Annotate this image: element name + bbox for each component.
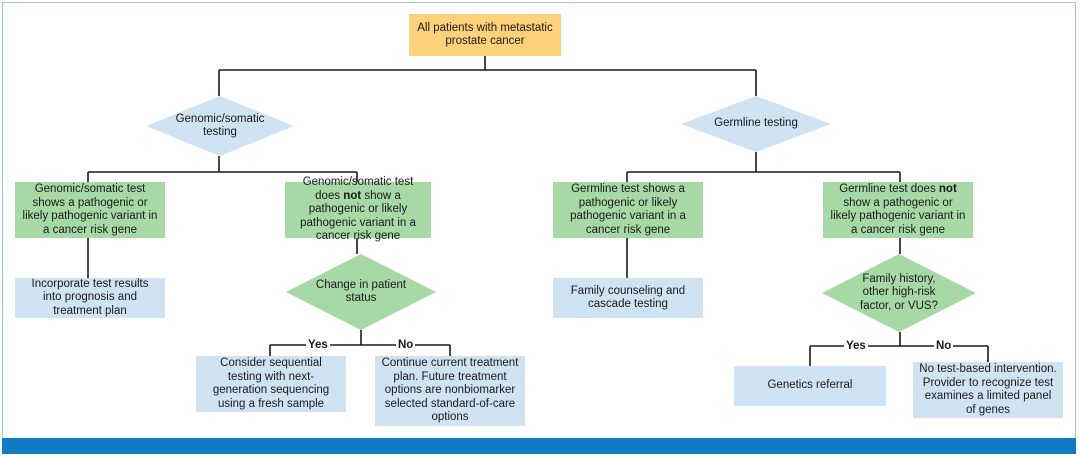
germline-positive-text: Germline test shows a pathogenic or like… [570,183,686,236]
start-text: All patients with metastatic prostate ca… [417,21,553,48]
continue-treatment-box: Continue current treatment plan. Future … [375,356,525,426]
germline-testing-label: Germline testing [714,117,798,130]
germline-testing-decision: Germline testing [681,96,831,152]
family-history-label: Family history, other high-risk factor, … [860,272,938,312]
continue-treatment-text: Continue current treatment plan. Future … [381,357,519,424]
sequential-testing-text: Consider sequential testing with next-ge… [212,357,330,410]
germline-positive-action-box: Family counseling and cascade testing [553,278,703,318]
somatic-testing-decision: Genomic/somatic testing [146,96,294,156]
genetics-referral-box: Genetics referral [734,366,886,406]
change-status-decision: Change in patient status [286,254,436,330]
start-box: All patients with metastatic prostate ca… [409,14,561,56]
germline-positive-box: Germline test shows a pathogenic or like… [553,182,703,238]
family-history-decision: Family history, other high-risk factor, … [822,254,976,332]
change-status-no-label: No [396,339,416,351]
footer-bar [2,438,1076,454]
somatic-positive-action-box: Incorporate test results into prognosis … [15,278,165,318]
somatic-positive-text: Genomic/somatic test shows a pathogenic … [22,183,158,236]
germline-positive-action-text: Family counseling and cascade testing [570,284,686,311]
germline-negative-text: Germline test does not show a pathogenic… [830,183,966,236]
family-history-no-label: No [934,340,954,352]
family-history-yes-label: Yes [844,340,868,352]
change-status-label: Change in patient status [315,278,407,305]
genetics-referral-text: Genetics referral [767,379,853,392]
no-intervention-text: No test-based intervention. Provider to … [919,363,1057,416]
sequential-testing-box: Consider sequential testing with next-ge… [196,356,346,412]
somatic-testing-label: Genomic/somatic testing [175,112,265,139]
somatic-positive-action-text: Incorporate test results into prognosis … [31,277,149,317]
somatic-negative-text: Genomic/somatic test does not show a pat… [300,176,416,243]
somatic-positive-box: Genomic/somatic test shows a pathogenic … [15,182,165,238]
change-status-yes-label: Yes [306,339,330,351]
no-intervention-box: No test-based intervention. Provider to … [913,362,1063,418]
germline-negative-box: Germline test does not show a pathogenic… [823,182,973,238]
somatic-negative-box: Genomic/somatic test does not show a pat… [285,176,431,242]
